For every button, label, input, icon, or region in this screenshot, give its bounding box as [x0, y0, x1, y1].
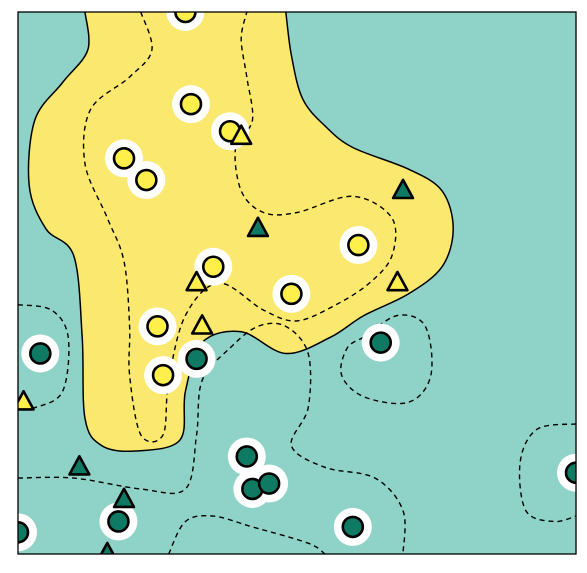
- data-points: [18, 12, 576, 554]
- yellow-triangle-point: [185, 270, 208, 292]
- green-circle-point: [29, 342, 52, 365]
- green-triangle-point: [391, 178, 415, 200]
- green-circle-point: [341, 515, 365, 539]
- yellow-circle-point: [347, 233, 370, 257]
- yellow-circle-point: [146, 315, 169, 338]
- plot-frame: [17, 11, 577, 555]
- margin-contour: [82, 12, 397, 443]
- margin-contour: [168, 514, 326, 554]
- green-triangle-point: [246, 216, 270, 238]
- green-circle-point: [369, 331, 393, 354]
- decision-boundary: [27, 12, 454, 453]
- yellow-circle-point: [112, 147, 136, 170]
- margin-contour: [518, 423, 576, 523]
- green-circle-point: [235, 445, 259, 468]
- green-circle-point: [18, 521, 30, 544]
- margin-contour: [340, 314, 433, 405]
- green-triangle-point: [99, 541, 115, 554]
- yellow-circle-point: [202, 255, 225, 279]
- yellow-circle-point: [135, 168, 158, 192]
- green-circle-point: [185, 347, 208, 371]
- green-triangle-point: [68, 454, 91, 476]
- green-circle-point: [564, 461, 576, 484]
- yellow-circle-point: [151, 363, 175, 387]
- yellow-circle-point: [174, 12, 197, 24]
- yellow-circle-point: [280, 282, 303, 306]
- yellow-triangle-point: [230, 124, 253, 146]
- green-circle-point: [257, 472, 281, 495]
- yellow-triangle-point: [190, 314, 214, 335]
- decision-region: [28, 12, 454, 452]
- green-circle-point: [107, 510, 130, 533]
- yellow-circle-point: [179, 92, 203, 116]
- yellow-triangle-point: [386, 270, 409, 292]
- margin-contour: [18, 322, 406, 554]
- green-triangle-point: [112, 487, 136, 509]
